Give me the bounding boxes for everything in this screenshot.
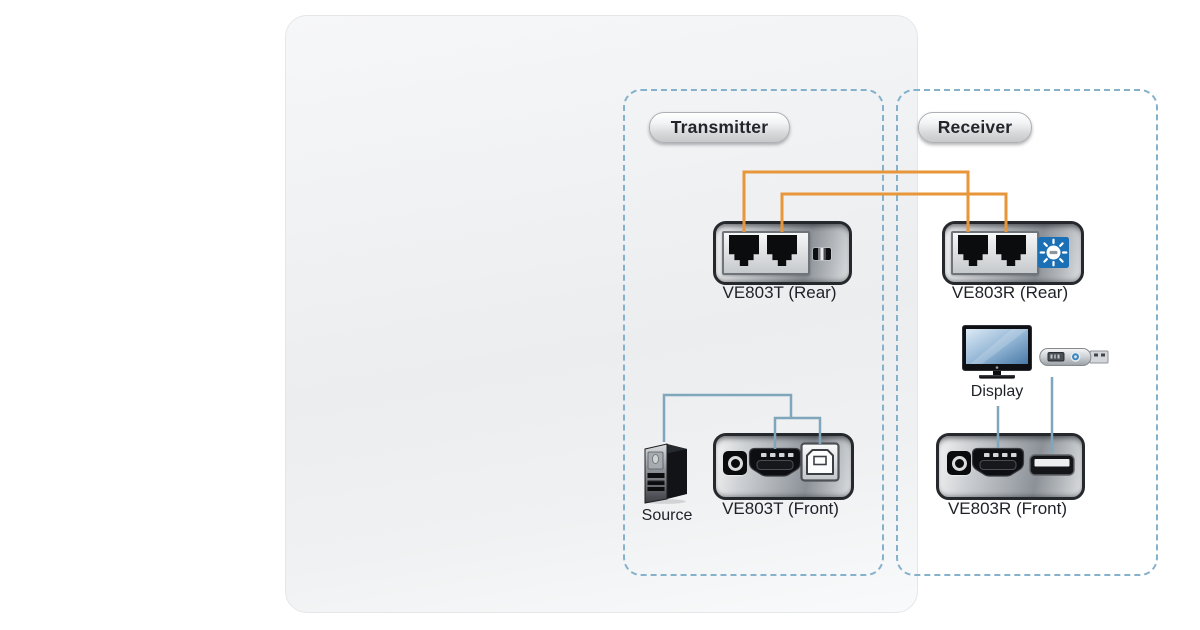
transmitter-badge-label: Transmitter	[670, 117, 769, 137]
power-jack-icon	[947, 451, 971, 475]
device-ve803t-rear	[713, 221, 852, 285]
receiver-badge-label: Receiver	[937, 117, 1013, 137]
rj45-port-icon	[767, 235, 797, 266]
rj45-plate	[951, 231, 1039, 275]
usb-flash-drive-icon	[1039, 348, 1109, 366]
rj45-plate	[722, 231, 810, 275]
rj45-port-icon	[958, 235, 988, 266]
hdmi-port-icon	[748, 447, 802, 477]
rj45-port-icon	[996, 235, 1026, 266]
device-ve803r-front	[936, 433, 1085, 500]
transmitter-badge: Transmitter	[649, 112, 790, 143]
pc-tower-icon	[644, 443, 687, 504]
rj45-port-icon	[729, 235, 759, 266]
receiver-group-box	[896, 89, 1158, 576]
device-ve803r-rear	[942, 221, 1084, 285]
transmitter-group-box	[623, 89, 884, 576]
diagram-card: Transmitter Receiver	[285, 15, 1158, 613]
ve803r-rear-label: VE803R (Rear)	[951, 283, 1069, 302]
usb-a-port-icon	[1029, 454, 1075, 476]
power-jack-icon	[723, 451, 747, 475]
power-jack-ring	[727, 455, 743, 471]
source-label: Source	[641, 507, 693, 524]
rotary-dial-icon	[1038, 237, 1069, 268]
display-label: Display	[970, 383, 1024, 400]
receiver-badge: Receiver	[918, 112, 1032, 143]
hdmi-port-icon	[971, 447, 1025, 477]
ve803r-front-label: VE803R (Front)	[947, 499, 1068, 518]
usb-b-port-icon	[800, 442, 840, 482]
ve803t-rear-label: VE803T (Rear)	[722, 283, 837, 302]
slide-switch-icon	[813, 248, 831, 260]
power-jack-ring	[951, 455, 967, 471]
device-ve803t-front	[713, 433, 854, 500]
monitor-icon	[962, 325, 1032, 379]
ve803t-front-label: VE803T (Front)	[722, 499, 839, 518]
